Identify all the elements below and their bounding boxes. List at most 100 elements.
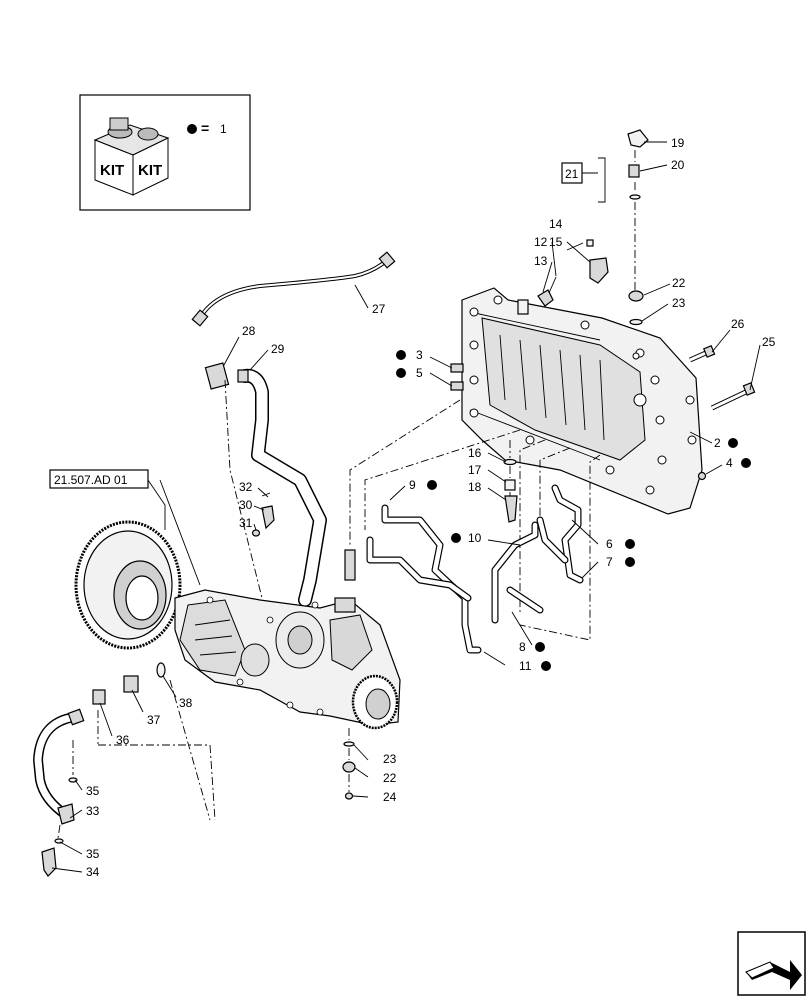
housing-2 xyxy=(461,287,703,515)
callout-35-lower[interactable]: 35 xyxy=(86,847,100,861)
callout-11[interactable]: 11 xyxy=(519,659,532,673)
seal-35-lower xyxy=(54,838,64,844)
callout-15[interactable]: 15 xyxy=(549,235,563,249)
callout-33[interactable]: 33 xyxy=(86,804,100,818)
tube-6-7 xyxy=(536,484,584,584)
leader-23b xyxy=(353,744,369,761)
fitting-17 xyxy=(504,479,516,491)
bolt-25 xyxy=(710,382,756,411)
callout-24[interactable]: 24 xyxy=(383,790,397,804)
leader-16 xyxy=(487,452,507,463)
leader-15 xyxy=(566,241,591,263)
screw-24 xyxy=(344,792,354,800)
leader-2 xyxy=(689,431,713,444)
kit-label-right: KIT xyxy=(138,162,162,179)
leader-29 xyxy=(249,349,269,371)
callout-14[interactable]: 14 xyxy=(549,217,563,231)
callout-38[interactable]: 38 xyxy=(179,696,193,710)
ref-group-leader xyxy=(147,479,201,586)
dash-pipe-8 xyxy=(539,447,571,530)
callout-3[interactable]: 3 xyxy=(416,348,423,362)
callout-25[interactable]: 25 xyxy=(762,335,776,349)
tube-8-10 xyxy=(491,521,544,624)
leader-13 xyxy=(542,261,553,293)
seal-23-bottom xyxy=(343,741,355,747)
dowel-5 xyxy=(450,381,464,391)
leader-8 xyxy=(511,611,533,646)
leader-35a xyxy=(74,779,83,791)
leader-7 xyxy=(581,561,599,579)
ref-21-label: 21 xyxy=(565,167,579,181)
plug-4 xyxy=(697,471,707,481)
kit-dot-3 xyxy=(396,350,406,360)
legend-equals: = xyxy=(201,120,209,136)
hose-29 xyxy=(204,362,327,607)
leader-37 xyxy=(131,689,144,713)
callout-37[interactable]: 37 xyxy=(147,713,161,727)
dash-pipe-7 xyxy=(519,454,601,641)
sensor-14-15 xyxy=(586,239,609,284)
callout-27[interactable]: 27 xyxy=(372,302,386,316)
callout-32[interactable]: 32 xyxy=(239,480,253,494)
leader-17 xyxy=(487,469,507,483)
bolt-34 xyxy=(41,847,57,877)
ref-21-bracket xyxy=(582,157,606,203)
kit-dot-7 xyxy=(625,557,635,567)
leader-14 xyxy=(566,242,584,251)
callout-2[interactable]: 2 xyxy=(714,436,721,450)
callout-8[interactable]: 8 xyxy=(519,640,526,654)
callout-5[interactable]: 5 xyxy=(416,366,423,380)
leader-33 xyxy=(69,809,83,819)
callout-6[interactable]: 6 xyxy=(606,537,613,551)
washer-20 xyxy=(629,194,641,200)
ref-group-box[interactable] xyxy=(49,469,149,489)
callout-34[interactable]: 34 xyxy=(86,865,100,879)
callout-23-top[interactable]: 23 xyxy=(672,296,686,310)
tube-9-11 xyxy=(366,504,482,654)
callout-31[interactable]: 31 xyxy=(239,516,253,530)
leader-24 xyxy=(352,795,369,798)
kit-dot-9 xyxy=(427,480,437,490)
sensor-12-13 xyxy=(537,276,557,307)
next-page-arrow-icon[interactable] xyxy=(737,931,806,996)
callout-17[interactable]: 17 xyxy=(468,463,482,477)
seal-23-top xyxy=(629,318,643,326)
callout-23-bottom[interactable]: 23 xyxy=(383,752,397,766)
dash-pipe-9 xyxy=(364,429,521,530)
callout-35-upper[interactable]: 35 xyxy=(86,784,100,798)
legend-value: 1 xyxy=(220,122,227,136)
callout-13[interactable]: 13 xyxy=(534,254,548,268)
dowel-3 xyxy=(450,363,464,373)
callout-4[interactable]: 4 xyxy=(726,456,733,470)
fitting-37 xyxy=(123,675,139,693)
leader-20 xyxy=(639,164,668,172)
leader-34 xyxy=(51,867,83,873)
kit-dot-4 xyxy=(741,458,751,468)
kit-dot-11 xyxy=(541,661,551,671)
callout-19[interactable]: 19 xyxy=(671,136,685,150)
leader-12 xyxy=(551,241,557,277)
harness-27 xyxy=(191,251,396,327)
callout-10[interactable]: 10 xyxy=(468,531,482,545)
callout-12[interactable]: 12 xyxy=(534,235,548,249)
dash-lower-left xyxy=(57,710,216,839)
callout-30[interactable]: 30 xyxy=(239,498,253,512)
callout-20[interactable]: 20 xyxy=(671,158,685,172)
callout-16[interactable]: 16 xyxy=(468,446,482,460)
adapter-36 xyxy=(92,689,106,705)
callout-29[interactable]: 29 xyxy=(271,342,285,356)
callout-26[interactable]: 26 xyxy=(731,317,745,331)
leader-36 xyxy=(99,702,113,737)
leader-18 xyxy=(487,487,507,501)
fitting-30 xyxy=(261,505,275,530)
kit-dot-icon xyxy=(187,124,197,134)
callout-7[interactable]: 7 xyxy=(606,555,613,569)
callout-22-top[interactable]: 22 xyxy=(672,276,686,290)
dash-left xyxy=(349,399,461,545)
callout-9[interactable]: 9 xyxy=(409,478,416,492)
callout-18[interactable]: 18 xyxy=(468,480,482,494)
callout-22-bottom[interactable]: 22 xyxy=(383,771,397,785)
callout-36[interactable]: 36 xyxy=(116,733,130,747)
callout-28[interactable]: 28 xyxy=(242,324,256,338)
